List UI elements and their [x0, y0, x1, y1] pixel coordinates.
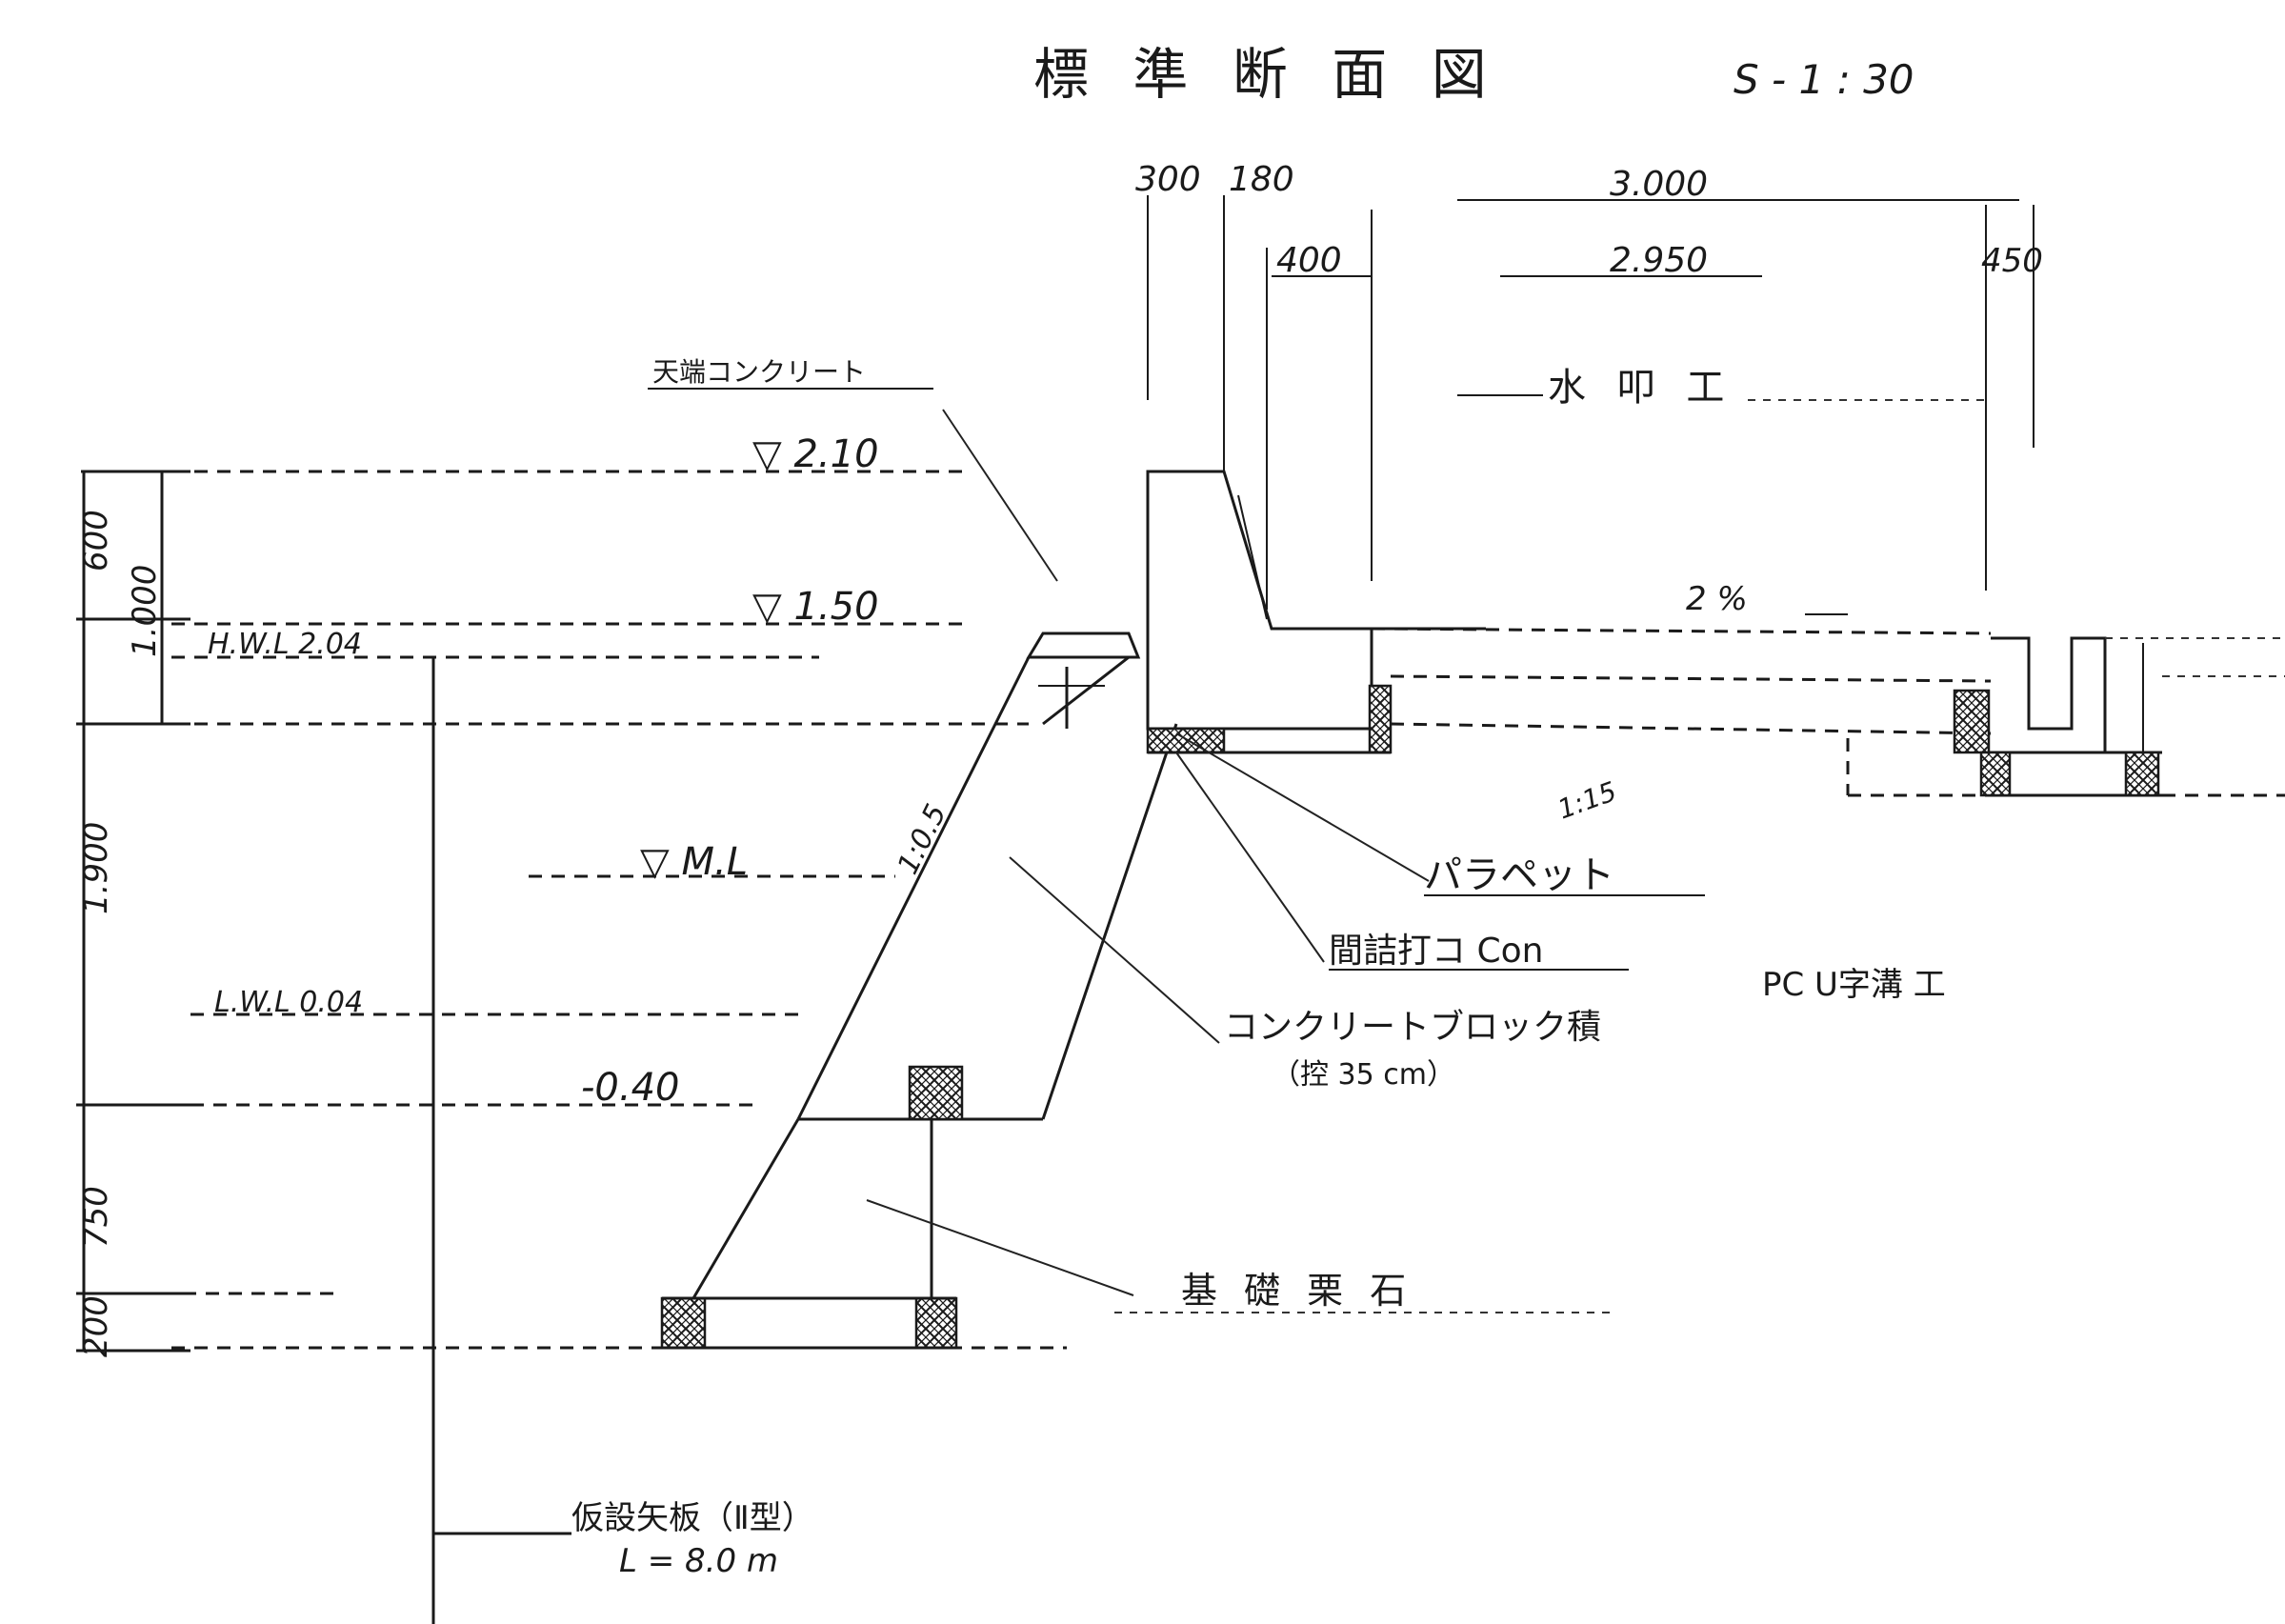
parapet-label: パラペット: [1424, 853, 1614, 897]
rubble-at-wall-foot: [908, 1065, 964, 1121]
rubble-under-parapet: [1146, 727, 1226, 754]
drawing-title: 標 準 断 面 図: [1033, 42, 1500, 107]
kairaku-label: 間詰打コ Con: [1329, 932, 1543, 971]
leader-lines: [866, 409, 1430, 1296]
hwl-label: H.W.L 2.04: [208, 628, 362, 661]
rubble-foundation-right: [914, 1296, 958, 1350]
dim-450: 450: [1981, 242, 2043, 280]
concrete-block-sub: （控 35 cm）: [1272, 1058, 1455, 1092]
dim-600: 600: [77, 510, 115, 571]
dim-1000: 1.000: [126, 565, 164, 657]
dim-180: 180: [1229, 160, 1294, 199]
rubble-under-parapet-right: [1368, 684, 1393, 754]
crest-note: 天端コンクリート: [652, 356, 866, 388]
top-dimensions: [1147, 195, 2034, 591]
sheet-pile-length: L = 8.0 m: [619, 1542, 778, 1580]
drawing-scale: S - 1 : 30: [1734, 56, 1914, 103]
lwl-label: L.W.L 0.04: [214, 986, 363, 1019]
rubble-u-ditch-a: [1953, 689, 1991, 754]
dim-400: 400: [1276, 241, 1342, 280]
sheet-pile-label: 仮設矢板（Ⅱ型）: [571, 1499, 814, 1537]
mean-level: ▽ M.L: [640, 840, 748, 884]
dim-2950: 2.950: [1610, 241, 1708, 280]
rubble-u-ditch-c: [2124, 751, 2160, 797]
mizutataki-label: 水 叩 工: [1548, 366, 1734, 410]
dim-1900: 1.900: [77, 822, 115, 914]
dim-300: 300: [1135, 160, 1201, 199]
right-note: PC U字溝 工: [1762, 966, 1946, 1004]
dim-3000: 3.000: [1610, 165, 1708, 204]
block-wall: [692, 632, 1178, 1299]
rubble-foundation-left: [660, 1296, 707, 1350]
left-dimension-chain: [76, 470, 190, 1353]
apron-slab: [1371, 627, 1992, 735]
u-ditch: [1846, 636, 2285, 797]
slope-label: 1:0.5: [892, 799, 953, 879]
sheet-pile: [431, 657, 571, 1624]
bottom-level: -0.40: [581, 1066, 680, 1110]
rubble-u-ditch-b: [1979, 751, 2012, 797]
parapet: [1146, 470, 1373, 731]
dim-200: 200: [77, 1295, 115, 1357]
rubble-label: 基 礎 栗 石: [1181, 1270, 1413, 1312]
hwl-value: ▽ 1.50: [752, 585, 879, 629]
dim-750: 750: [77, 1186, 115, 1248]
water-level-lines: [114, 470, 1067, 1350]
crest-level: ▽ 2.10: [752, 432, 879, 476]
concrete-block-label: コンクリートブロック積: [1224, 1008, 1601, 1047]
slope-mark: 2 %: [1686, 580, 1748, 618]
gradient-label: 1:15: [1553, 775, 1620, 826]
